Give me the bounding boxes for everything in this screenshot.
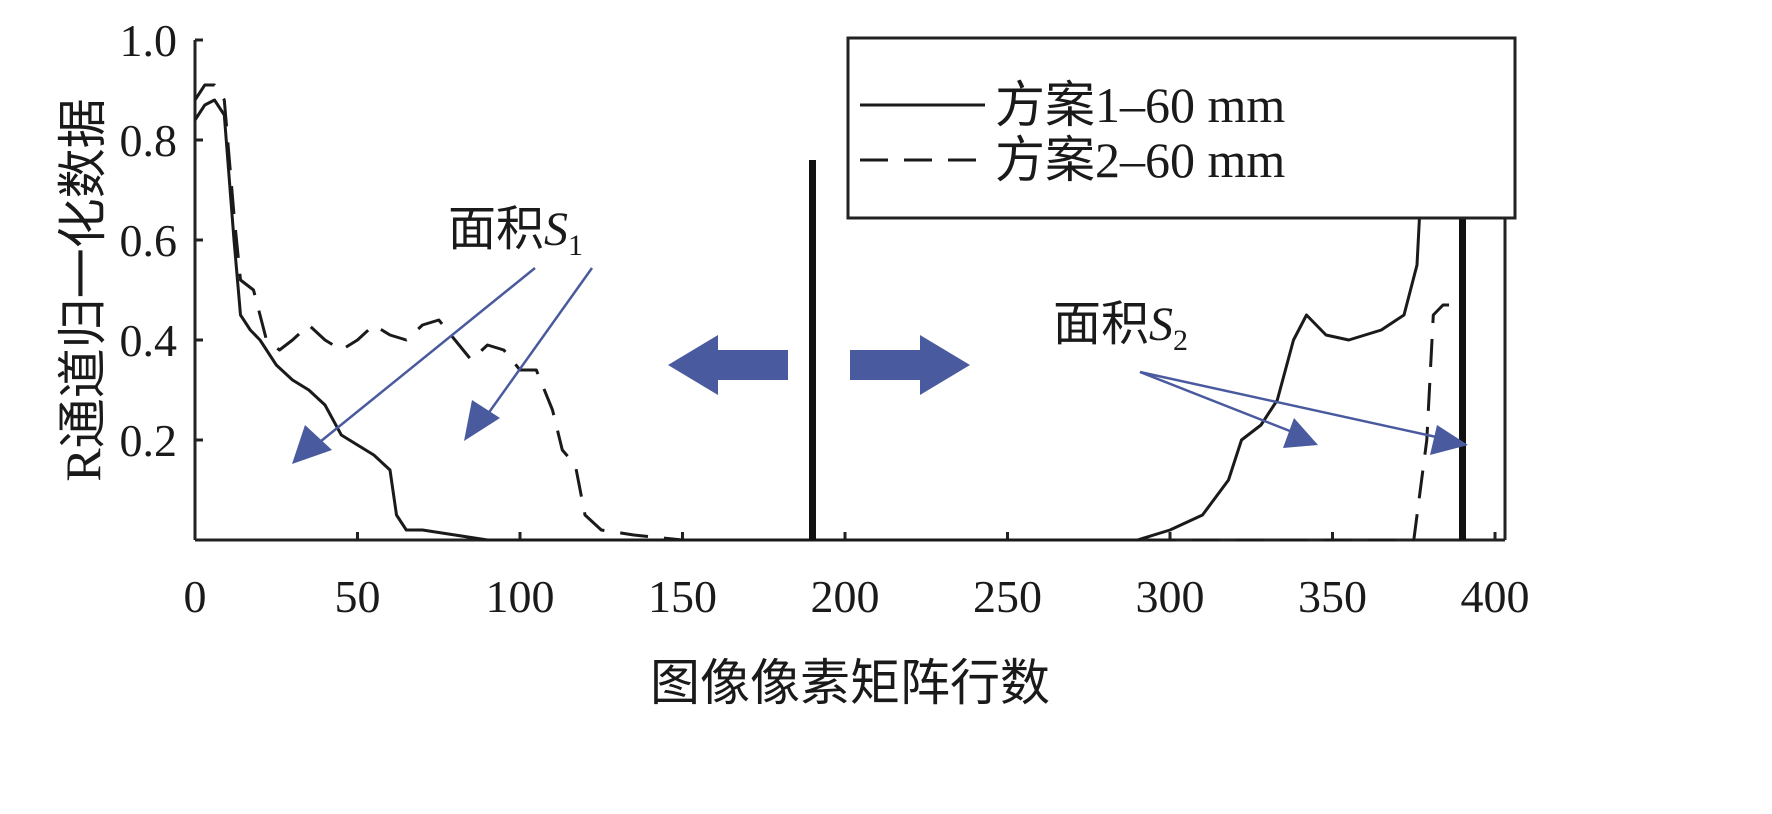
annotation-area-s1: 面积S1 [448, 203, 583, 262]
x-tick-label: 0 [184, 571, 207, 622]
y-axis-ticks: 0.2 0.4 0.6 0.8 1.0 [120, 15, 203, 466]
x-tick-label: 100 [486, 571, 555, 622]
x-tick-label: 250 [973, 571, 1042, 622]
x-axis-ticks: 0 50 100 150 200 250 300 350 400 [184, 532, 1530, 622]
left-block-arrow-icon [668, 335, 788, 395]
annotation-arrows-s2 [1139, 370, 1468, 455]
x-tick-label: 200 [811, 571, 880, 622]
x-axis-label: 图像像素矩阵行数 [650, 655, 1050, 711]
annotation-area-s2: 面积S2 [1053, 298, 1188, 357]
series-group [193, 78, 1460, 542]
series-line-2 [193, 83, 1460, 542]
x-tick-label: 150 [648, 571, 717, 622]
annotation-arrows-s1 [292, 267, 594, 464]
x-tick-label: 350 [1298, 571, 1367, 622]
legend-label-scheme2: 方案2–60 mm [995, 132, 1285, 188]
y-tick-label: 0.8 [120, 115, 178, 166]
y-tick-label: 0.4 [120, 315, 178, 366]
legend-label-scheme1: 方案1–60 mm [995, 77, 1285, 133]
y-axis-label: R通道归一化数据 [55, 98, 111, 481]
series-line-1 [193, 78, 1460, 542]
y-tick-label: 0.6 [120, 215, 178, 266]
y-tick-label: 1.0 [120, 15, 178, 66]
right-block-arrow-icon [850, 335, 970, 395]
x-tick-label: 300 [1136, 571, 1205, 622]
legend: 方案1–60 mm 方案2–60 mm [846, 36, 1517, 220]
x-tick-label: 400 [1461, 571, 1530, 622]
x-tick-label: 50 [335, 571, 381, 622]
y-tick-label: 0.2 [120, 415, 178, 466]
